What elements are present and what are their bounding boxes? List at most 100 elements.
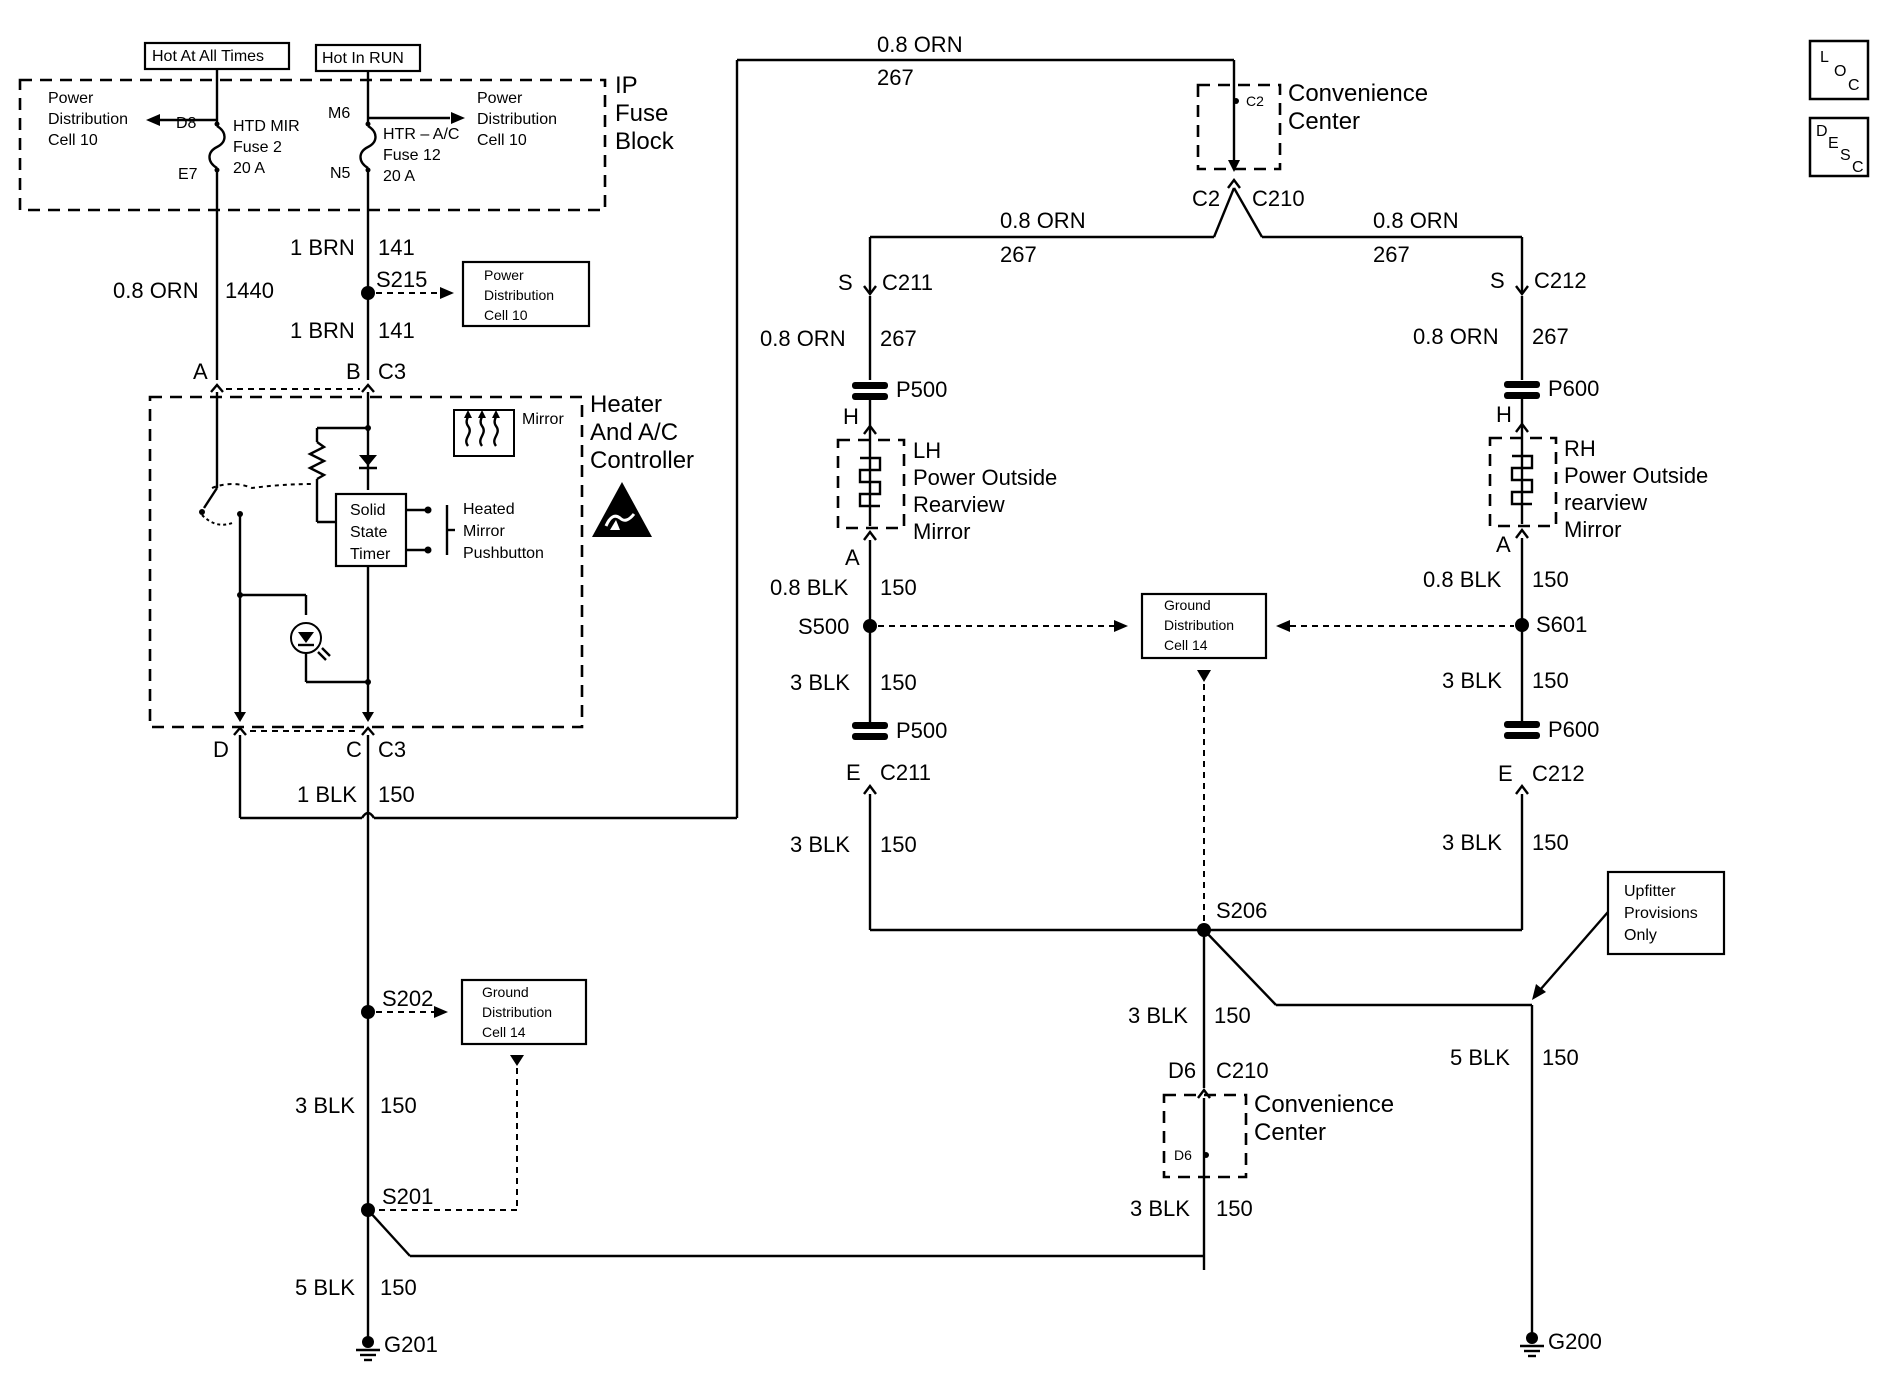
loc-icon[interactable]: L O C: [1808, 39, 1870, 101]
wire-141b-num: 141: [378, 318, 415, 343]
pushbutton-label-2: Mirror: [463, 523, 505, 540]
hot-in-run-label: Hot In RUN: [322, 50, 404, 67]
splice-s601: S601: [1536, 612, 1587, 637]
left-wire-267-num: 267: [1000, 242, 1037, 267]
wire-141a-gauge: 1 BRN: [290, 235, 355, 260]
pin-a: A: [193, 359, 208, 384]
left-pd-ref-1: Power: [48, 90, 94, 107]
ip-fuse-block-title-2: Fuse: [615, 100, 668, 127]
pd-box-line-3: Cell 10: [484, 307, 528, 323]
left-wire-blk3-gauge: 3 BLK: [790, 670, 850, 695]
fuse12-label-2: Fuse 12: [383, 147, 441, 164]
desc-icon[interactable]: D E S C: [1808, 116, 1870, 178]
upfitter-provisions-box: [1606, 870, 1726, 956]
right-wire-blk3-gauge: 3 BLK: [1442, 668, 1502, 693]
gd2-line-3: Cell 14: [1164, 637, 1208, 653]
center-conn-c210: C210: [1216, 1058, 1269, 1083]
svg-text:O: O: [1834, 63, 1846, 80]
splice-s202: S202: [382, 986, 433, 1011]
svg-text:C: C: [1848, 77, 1860, 94]
lh-mirror-label-3: Rearview: [913, 492, 1005, 517]
gd1-line-1: Ground: [482, 984, 529, 1000]
svg-text:C: C: [1852, 159, 1864, 176]
left-wire-blk3b-num: 150: [880, 832, 917, 857]
wire-1440-num: 1440: [225, 278, 274, 303]
ground-distribution-ref-box-2: [1140, 592, 1268, 660]
left-wire-267-gauge: 0.8 ORN: [1000, 208, 1086, 233]
rh-mirror-outline: [1488, 436, 1558, 528]
splice-s215: S215: [376, 267, 427, 292]
pin-c: C: [346, 737, 362, 762]
right-conn-c212b: C212: [1532, 761, 1585, 786]
right-pd-ref-2: Distribution: [477, 111, 557, 128]
hot-at-all-times-label: Hot At All Times: [152, 48, 264, 65]
upfitter-line-2: Provisions: [1624, 905, 1698, 922]
conv-top-title-2: Center: [1288, 108, 1360, 135]
right-wire-267-gauge: 0.8 ORN: [1373, 208, 1459, 233]
fuse2-label-3: 20 A: [233, 160, 265, 177]
ip-fuse-block-title-3: Block: [615, 128, 675, 155]
ground-distribution-ref-box-1: [460, 978, 588, 1046]
ground-icon: [356, 1336, 380, 1362]
right-wire-blk-num: 150: [1532, 567, 1569, 592]
wire-blk5-gauge: 5 BLK: [295, 1275, 355, 1300]
wire-1440-gauge: 0.8 ORN: [113, 278, 199, 303]
svg-text:D: D: [1816, 123, 1828, 140]
splice-s201: S201: [382, 1184, 433, 1209]
right-wire-267-num-2: 267: [1532, 324, 1569, 349]
right-pd-ref-1: Power: [477, 90, 523, 107]
lh-mirror-label-4: Mirror: [913, 519, 970, 544]
convenience-center-top-outline: [1196, 83, 1282, 171]
left-p500: P500: [896, 377, 947, 402]
pin-n5: N5: [330, 165, 351, 182]
fuse2-label-1: HTD MIR: [233, 118, 300, 135]
controller-title-1: Heater: [590, 391, 662, 418]
timer-label-3: Timer: [350, 546, 391, 563]
lh-mirror-outline: [836, 438, 906, 530]
wire-267-top-gauge: 0.8 ORN: [877, 32, 963, 57]
ip-fuse-block-title-1: IP: [615, 72, 638, 99]
ground-g201: G201: [384, 1332, 438, 1357]
splice-dot-icon: [361, 1005, 375, 1019]
rh-mirror-label-3: rearview: [1564, 490, 1647, 515]
left-pin-e: E: [846, 760, 861, 785]
center-wire-blk3-num: 150: [1214, 1003, 1251, 1028]
right-pin-h: H: [1496, 402, 1512, 427]
center-wire-blk3b-num: 150: [1216, 1196, 1253, 1221]
lh-mirror-label-1: LH: [913, 438, 941, 463]
pin-b: B: [346, 359, 361, 384]
right-wire-267-gauge-2: 0.8 ORN: [1413, 324, 1499, 349]
lh-mirror-label-2: Power Outside: [913, 465, 1057, 490]
splice-dot-icon: [1515, 618, 1529, 632]
conn-c2: C2: [1192, 186, 1220, 211]
gd2-line-2: Distribution: [1164, 617, 1234, 633]
pd-box-line-1: Power: [484, 267, 524, 283]
ground-g200: G200: [1548, 1329, 1602, 1354]
esd-warning-icon: [592, 482, 652, 537]
center-pin-d6: D6: [1168, 1058, 1196, 1083]
wire-blk3-gauge: 3 BLK: [295, 1093, 355, 1118]
wire-blk1-gauge: 1 BLK: [297, 782, 357, 807]
right-p600b: P600: [1548, 717, 1599, 742]
gd1-line-2: Distribution: [482, 1004, 552, 1020]
conv-bottom-pin: D6: [1174, 1147, 1192, 1163]
wire-141b-gauge: 1 BRN: [290, 318, 355, 343]
left-conn-c211: C211: [882, 270, 933, 295]
right-pin-a: A: [1496, 532, 1511, 557]
right-wire-267-num: 267: [1373, 242, 1410, 267]
upfitter-line-3: Only: [1624, 927, 1657, 944]
wire-141a-num: 141: [378, 235, 415, 260]
left-wire-blk3-num: 150: [880, 670, 917, 695]
fuse12-label-3: 20 A: [383, 168, 415, 185]
pin-m6: M6: [328, 105, 350, 122]
conv-bottom-title-1: Convenience: [1254, 1091, 1394, 1118]
right-wire-blk-gauge: 0.8 BLK: [1423, 567, 1502, 592]
fuse-icon: [359, 121, 377, 173]
gd1-line-3: Cell 14: [482, 1024, 526, 1040]
left-wire-267-gauge-2: 0.8 ORN: [760, 326, 846, 351]
svg-text:E: E: [1828, 135, 1839, 152]
timer-label-1: Solid: [350, 502, 386, 519]
mirror-icon-label: Mirror: [522, 411, 564, 428]
controller-title-3: Controller: [590, 447, 694, 474]
